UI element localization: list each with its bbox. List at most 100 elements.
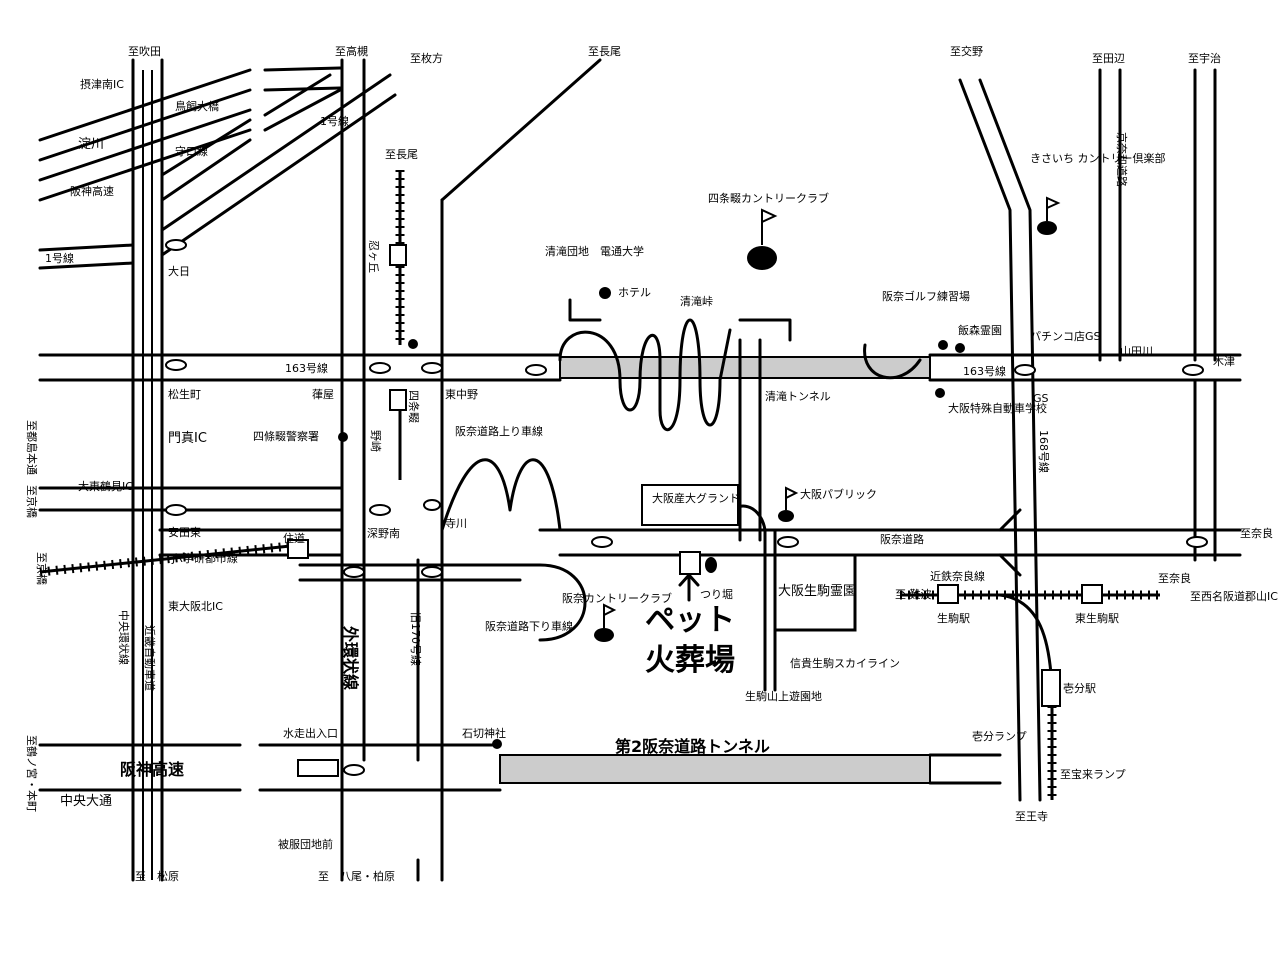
label-osaka-public: 大阪パブリック [800, 487, 877, 501]
label-terakawa: 寺川 [445, 517, 467, 530]
kinki-expressway [131, 58, 164, 882]
label-hanna-down: 阪奈道路下り車線 [485, 619, 573, 633]
label-pet: ペット [645, 603, 735, 638]
label-torikai: 鳥飼大橋 [175, 99, 219, 113]
label-police: 四條畷警察署 [253, 429, 319, 443]
label-hotel: ホテル [618, 286, 651, 299]
label-kadoma-ic: 門真IC [168, 431, 207, 446]
label-to-katano: 至交野 [950, 44, 983, 58]
label-r1-left: 1号線 [45, 251, 74, 265]
railways [39, 170, 1160, 800]
label-matsuoicho: 松生町 [168, 387, 201, 401]
label-hanna-cc: 阪奈カントリークラブ [562, 591, 672, 605]
label-kyonawa: 京奈和道路 [1115, 132, 1129, 187]
label-skyline: 信貴生駒スカイライン [790, 656, 900, 670]
label-mizuhai: 水走出入口 [283, 726, 338, 740]
label-to-kyobashi2: 至京橋 [35, 552, 49, 585]
label-crematorium: 火葬場 [645, 643, 735, 678]
label-to-tanabe: 至田辺 [1092, 52, 1125, 65]
label-kisaichi: きさいち カントリー倶楽部 [1030, 151, 1166, 165]
label-shijo-cc: 四条畷カントリークラブ [708, 191, 829, 205]
label-r163-right: 163号線 [963, 364, 1006, 378]
label-higashi-ikoma: 東生駒駅 [1075, 611, 1119, 625]
label-nozaki: 野崎 [369, 430, 383, 452]
hanna-road [38, 458, 1242, 642]
label-tunnel2: 第2阪奈道路トンネル [615, 737, 770, 756]
label-jr-line: JR学研都市線 [171, 551, 238, 565]
label-to-kyobashi: 至京橋 [25, 485, 39, 518]
label-kinki-exp: 近畿自動車道 [143, 625, 157, 691]
label-ikoma-yuen: 生駒山上遊園地 [745, 689, 822, 703]
label-r163-left: 163号線 [285, 361, 328, 375]
label-tsuribori: つり堀 [700, 588, 733, 601]
kiyotaki-road [558, 298, 922, 542]
label-to-uji: 至宇治 [1188, 51, 1221, 65]
label-dentsu: 電通大学 [600, 244, 644, 258]
label-to-nagao-top: 至長尾 [588, 45, 621, 58]
label-kiyotaki-tunnel: 清滝トンネル [765, 390, 831, 403]
label-higashiosaka-ic: 東大阪北IC [168, 599, 223, 613]
label-gs1: パチンコ店GS [1030, 329, 1101, 343]
intersections [165, 239, 1208, 776]
label-to-hirakata: 至枚方 [410, 51, 443, 65]
label-ichibu-stn: 壱分駅 [1063, 681, 1096, 695]
hanshin-bottom [38, 743, 1002, 792]
label-r168: 168号線 [1037, 430, 1051, 473]
label-ishikiri: 石切神社 [462, 726, 506, 740]
label-higashinakano: 東中野 [445, 388, 478, 401]
label-to-suita: 至吹田 [128, 45, 161, 58]
label-kiyotaki-danchi: 清滝団地 [545, 245, 589, 258]
label-moriguchi: 守口線 [175, 144, 208, 158]
label-hanna-road: 阪奈道路 [880, 532, 924, 546]
label-to-takara: 至宝来ランプ [1060, 767, 1126, 781]
label-ohi: 大日 [168, 264, 190, 278]
skyline-road [728, 504, 777, 692]
label-to-nara: 至奈良 [1240, 526, 1273, 540]
label-yodogawa: 淀川 [78, 137, 104, 152]
label-fukanominami: 深野南 [367, 527, 400, 540]
label-outer-ring: 外環状線 [341, 625, 360, 690]
label-yasuda: 安田東 [168, 525, 201, 539]
label-yamadagawa: 山田川 [1120, 345, 1153, 358]
label-reien: 大阪生駒霊園 [778, 584, 856, 599]
label-chuo-odori: 中央大通 [60, 794, 112, 809]
label-to-miyakojima: 至都島本通 [25, 420, 39, 475]
label-to-oji: 至王寺 [1015, 810, 1048, 823]
label-iimori: 飯森霊園 [958, 323, 1002, 337]
label-hanna-up: 阪奈道路上り車線 [455, 424, 543, 438]
landmarks [338, 196, 1061, 749]
label-to-kizu: 木津 [1213, 355, 1235, 368]
label-ichibu-ramp: 壱分ランプ [972, 729, 1027, 743]
label-kiyotaki-pass: 清滝峠 [680, 294, 713, 308]
label-to-takatsuki: 至高槻 [335, 44, 368, 58]
label-driving-school: 大阪特殊自動車学校 [948, 401, 1047, 415]
label-settsu-ic: 摂津南IC [80, 77, 124, 91]
label-to-yao: 至 八尾・柏原 [318, 869, 395, 883]
label-r1-top: 1号線 [320, 114, 349, 128]
label-sumido: 住道 [283, 531, 305, 545]
label-to-namba: 至 難波 [895, 588, 932, 601]
label-old170: 旧170号線 [409, 612, 423, 666]
label-nirayama: 葎屋 [312, 388, 334, 401]
route-163 [38, 353, 1242, 382]
outer-ring-road [340, 58, 602, 882]
label-hifuku: 被服団地前 [278, 837, 333, 851]
labels: 至吹田 至高槻 至枚方 至長尾 至交野 至田辺 至宇治 至長尾 至都島本通 至京… [25, 44, 1278, 883]
northwest-diagonals [38, 66, 397, 270]
label-kintetsu: 近鉄奈良線 [930, 569, 985, 583]
label-ikoma-stn: 生駒駅 [937, 611, 970, 625]
label-hanna-golf: 阪奈ゴルフ練習場 [882, 289, 970, 303]
label-chuo-kanjo: 中央環状線 [117, 610, 131, 665]
route-168 [958, 68, 1217, 802]
label-to-nagao: 至長尾 [385, 148, 418, 161]
buildings [641, 484, 857, 632]
label-to-matsubara: 至 松原 [135, 869, 179, 883]
label-daito-ic: 大東鶴見IC [78, 479, 133, 493]
label-to-ichinomiya: 至鶴ノ宮・本町 [25, 735, 39, 812]
label-gs2: GS [1033, 392, 1049, 405]
label-hanshin-bottom: 阪神高速 [120, 760, 184, 779]
label-hanshin-top: 阪神高速 [70, 184, 114, 198]
label-to-nara-rail: 至奈良 [1158, 571, 1191, 585]
label-shijonawate-stn: 四条畷 [407, 390, 421, 423]
